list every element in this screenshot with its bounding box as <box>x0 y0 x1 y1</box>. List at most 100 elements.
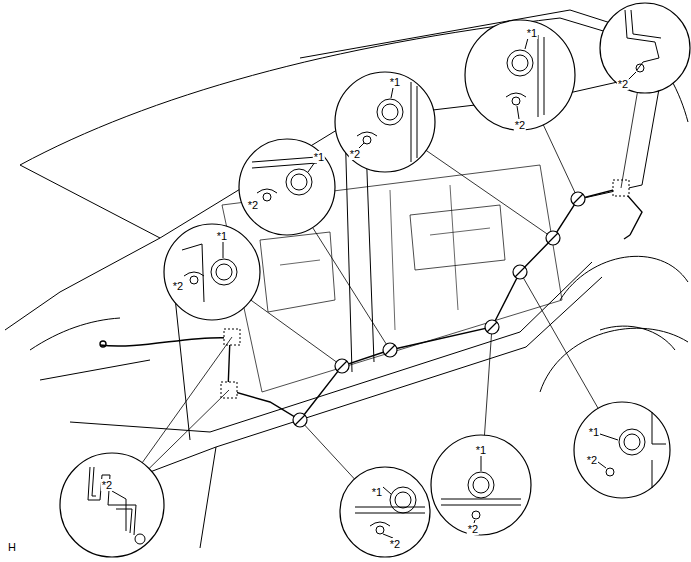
callout-number: *2 <box>349 148 361 160</box>
detail-view-part-part-part <box>376 526 384 534</box>
detail-view-part <box>431 435 531 535</box>
detail-view-part-part-part <box>598 434 618 468</box>
callout-number: *2 <box>586 454 598 466</box>
cable-route-part <box>624 235 630 239</box>
clamp-marker-part <box>513 265 527 279</box>
detail-view-part-part-part <box>355 507 425 513</box>
detail-view-part-part <box>625 10 661 80</box>
leader-line-part <box>112 48 645 505</box>
detail-view-part-part <box>598 412 666 488</box>
detail-view-part-part-part <box>359 88 393 148</box>
detail-view-part-part-part <box>182 244 204 302</box>
detail-view-part-part <box>88 467 145 544</box>
clamp-marker-part <box>383 343 397 357</box>
detail-view-part-part-part <box>652 412 666 488</box>
detail-view-part-part <box>335 72 435 172</box>
callout-number: *1 <box>216 230 228 242</box>
figure-id: H <box>7 541 17 553</box>
leader-line <box>112 48 645 512</box>
detail-view-part-part-part <box>624 434 640 450</box>
callout-number: *2 <box>247 199 259 211</box>
detail-view-part-part-part <box>291 174 307 190</box>
clamp-marker-part <box>573 194 583 204</box>
clamp-marker-part <box>385 345 395 355</box>
clamp-marker-part <box>548 233 558 243</box>
detail-view-part-part-part <box>135 534 145 544</box>
callout-number: *2 <box>389 538 401 550</box>
cable-route-part <box>100 188 642 420</box>
clamp-marker-part <box>295 415 305 425</box>
detail-view-part-part-part <box>411 82 417 162</box>
detail-view-part-part-part <box>474 456 481 523</box>
car-body-part <box>5 165 160 330</box>
detail-view-part-part <box>441 456 521 523</box>
detail-view-part-part-part <box>625 10 661 70</box>
detail-view-part-part-part <box>506 93 526 97</box>
callout-number: *1 <box>389 76 401 88</box>
detail-view-part-part-part <box>211 259 237 285</box>
detail-view-part-part <box>357 82 417 162</box>
detail-view-part-part-part <box>512 55 528 71</box>
detail-view-part-part-part <box>363 136 371 144</box>
detail-view-part-part-part <box>263 193 271 201</box>
clamp-marker-part <box>293 413 307 427</box>
detail-view-part-part-part <box>88 467 136 535</box>
detail-view-part-part-part <box>517 38 528 119</box>
detail-view-part-part-part <box>441 499 521 505</box>
detail-view-part-part <box>506 35 544 119</box>
clamp-marker-part <box>337 361 347 371</box>
detail-view-part <box>60 453 164 557</box>
detail-view-part-part <box>182 242 237 302</box>
car-body-part <box>30 318 150 380</box>
detail-view-part-part-part <box>357 132 377 136</box>
clamp-marker <box>293 192 585 427</box>
detail-view-part-part-part <box>370 522 390 526</box>
detail-view-part-part-part <box>116 509 132 533</box>
cable-route-part <box>100 341 106 347</box>
callout-number: *1 <box>371 486 383 498</box>
detail-view-part-part-part <box>512 97 520 105</box>
callout-number: *2 <box>514 119 526 131</box>
detail-view-part-part-part <box>216 264 232 280</box>
detail-view-part-part <box>431 435 531 535</box>
car-body-part <box>540 256 688 392</box>
cable-route <box>100 188 642 420</box>
detail-view-part-part <box>355 487 425 538</box>
clamp-marker-part <box>546 231 560 245</box>
detail-view-part-part-part <box>619 429 645 455</box>
callout-number: *1 <box>313 151 325 163</box>
detail-view-part-part-part <box>472 511 480 519</box>
detail-view-part-part-part <box>377 99 403 125</box>
clamp-marker-part <box>487 322 497 332</box>
detail-view-part-part-part <box>190 276 198 284</box>
callout-number: *2 <box>617 78 629 90</box>
detail-view-part-part-part <box>383 487 393 538</box>
detail-view-part-part-part <box>606 468 614 476</box>
detail-view-part-part-part <box>382 104 398 120</box>
detail-view <box>60 3 690 557</box>
detail-view-part-part-part <box>257 189 277 193</box>
detail-view-part-part <box>252 157 317 201</box>
detail-view-part-part-part <box>286 169 312 195</box>
detail-view-part <box>465 20 575 130</box>
clamp-marker-part <box>335 359 349 373</box>
callout-number: *1 <box>588 426 600 438</box>
callout-number: *1 <box>475 444 487 456</box>
detail-view-part-part-part <box>468 472 494 498</box>
detail-view-part <box>600 3 690 93</box>
detail-view-part-part-part <box>252 157 317 168</box>
car-body-part <box>600 326 675 350</box>
callout-number: *2 <box>101 479 113 491</box>
detail-view-part-part-part <box>473 477 489 493</box>
detail-view-part-part <box>574 402 670 498</box>
callout-number: *2 <box>467 523 479 535</box>
detail-view-part <box>164 224 260 320</box>
detail-view-part <box>335 72 435 172</box>
clamp-marker-part <box>485 320 499 334</box>
detail-view-part-part-part <box>223 242 224 258</box>
detail-view-part-part-part <box>112 491 126 531</box>
callout-number: *2 <box>172 280 184 292</box>
